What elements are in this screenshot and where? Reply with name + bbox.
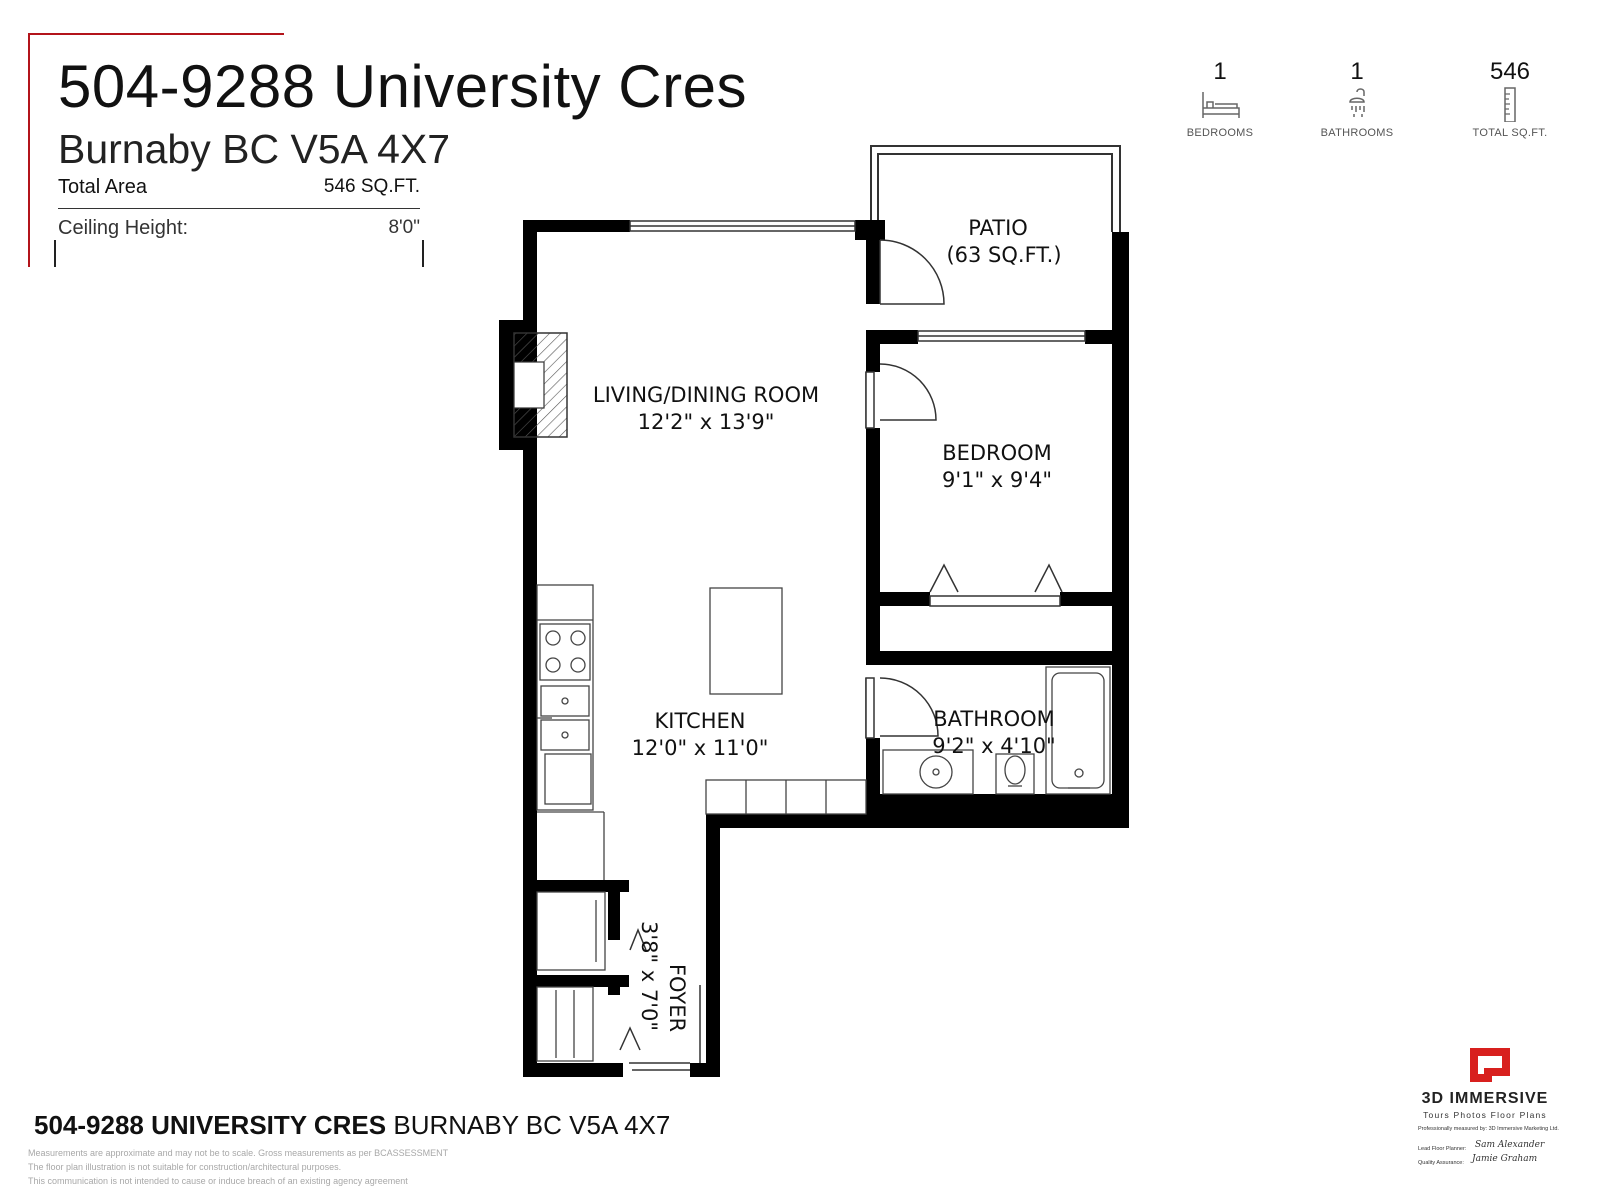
foyer-size: 3'8" x 7'0" xyxy=(637,921,661,1031)
room-labels: PATIO (63 SQ.FT.) LIVING/DINING ROOM 12'… xyxy=(593,216,1062,1032)
qa-label: Quality Assurance: xyxy=(1418,1160,1464,1166)
stat-bathrooms: 1 BATHROOMS xyxy=(1302,58,1412,139)
total-area-value: 546 SQ.FT. xyxy=(323,176,420,197)
shower-icon xyxy=(1349,88,1365,117)
stat-value: 1 xyxy=(1213,58,1227,85)
disclaimer-line: The floor plan illustration is not suita… xyxy=(28,1162,342,1172)
company-name: 3D IMMERSIVE xyxy=(1421,1090,1549,1107)
stat-value: 1 xyxy=(1350,58,1364,85)
company-tagline: Tours Photos Floor Plans xyxy=(1423,1110,1547,1120)
measured-by: Professionally measured by: 3D Immersive… xyxy=(1418,1126,1559,1132)
accent-line-top xyxy=(30,33,284,35)
dimension-tick-left xyxy=(54,240,56,267)
patio-name: PATIO xyxy=(968,216,1028,240)
planner-signature: Sam Alexander xyxy=(1475,1140,1545,1150)
total-area-label: Total Area xyxy=(58,176,147,198)
company-logo-icon xyxy=(1470,1048,1510,1082)
page-subtitle: Burnaby BC V5A 4X7 xyxy=(58,126,451,172)
divider xyxy=(58,208,420,209)
bathroom-size: 9'2" x 4'10" xyxy=(932,734,1055,758)
qa-signature: Jamie Graham xyxy=(1472,1154,1538,1164)
disclaimer-line: This communication is not intended to ca… xyxy=(28,1176,408,1186)
planner-label: Lead Floor Planner: xyxy=(1418,1146,1467,1152)
patio-size: (63 SQ.FT.) xyxy=(946,243,1061,267)
stat-label: BATHROOMS xyxy=(1320,127,1394,139)
footer-address: 504-9288 UNIVERSITY CRES BURNABY BC V5A … xyxy=(34,1110,670,1141)
stat-value: 546 xyxy=(1489,58,1531,85)
bedroom-size: 9'1" x 9'4" xyxy=(942,468,1052,492)
kitchen-name: KITCHEN xyxy=(655,709,746,733)
stat-label: TOTAL SQ.FT. xyxy=(1472,127,1548,139)
footer-address-bold: 504-9288 UNIVERSITY CRES xyxy=(34,1110,387,1140)
bathroom-name: BATHROOM xyxy=(933,707,1055,731)
patio-outline xyxy=(870,145,1121,232)
accent-line-left xyxy=(28,33,30,267)
fireplace xyxy=(513,332,568,438)
living-name: LIVING/DINING ROOM xyxy=(593,383,819,407)
bedroom-name: BEDROOM xyxy=(942,441,1052,465)
footer-address-rest: BURNABY BC V5A 4X7 xyxy=(386,1110,671,1140)
bathroom-fixtures xyxy=(882,666,1111,795)
stat-bedrooms: 1 BEDROOMS xyxy=(1165,58,1275,139)
stat-total-sqft: 546 TOTAL SQ.FT. xyxy=(1455,58,1565,139)
kitchen-size: 12'0" x 11'0" xyxy=(632,736,769,760)
stat-label: BEDROOMS xyxy=(1186,127,1254,139)
windows xyxy=(629,220,1086,342)
page-title: 504-9288 University Cres xyxy=(58,53,747,120)
ceiling-height-value: 8'0" xyxy=(388,217,420,238)
disclaimer-line: Measurements are approximate and may not… xyxy=(28,1148,449,1158)
foyer-name: FOYER xyxy=(665,964,689,1032)
closet-doors xyxy=(619,563,1063,1051)
doors xyxy=(629,239,945,1071)
kitchen-fixtures xyxy=(536,584,867,1062)
ceiling-height-label: Ceiling Height: xyxy=(58,217,189,239)
living-size: 12'2" x 13'9" xyxy=(638,410,775,434)
dimension-tick-right xyxy=(422,240,424,267)
bed-icon xyxy=(1202,92,1240,118)
